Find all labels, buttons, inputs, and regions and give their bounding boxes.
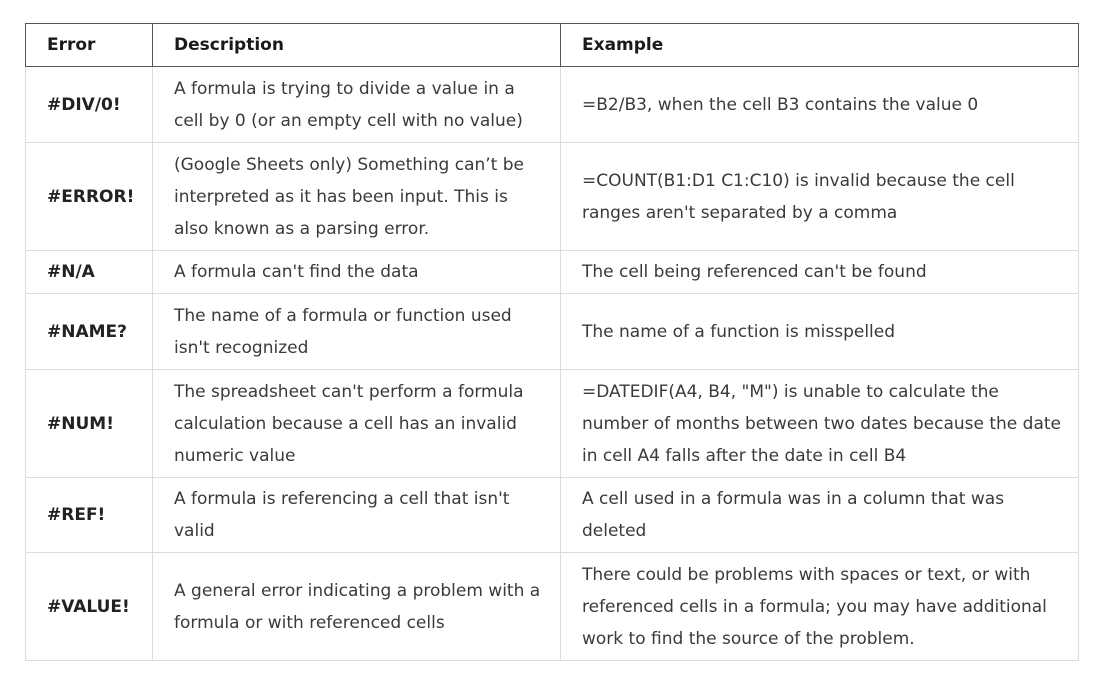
header-error: Error (25, 23, 153, 67)
error-code: #REF! (25, 477, 153, 553)
table-body: #DIV/0! A formula is trying to divide a … (25, 66, 1079, 661)
error-example: =DATEDIF(A4, B4, "M") is unable to calcu… (560, 369, 1079, 478)
error-description: A general error indicating a problem wit… (152, 552, 561, 661)
error-code: #DIV/0! (25, 66, 153, 143)
error-example: The name of a function is misspelled (560, 293, 1079, 370)
error-example: The cell being referenced can't be found (560, 250, 1079, 294)
table-header: Error Description Example (25, 23, 1079, 67)
table-row: #ERROR! (Google Sheets only) Something c… (25, 142, 1079, 251)
table-row: #VALUE! A general error indicating a pro… (25, 552, 1079, 661)
spreadsheet-errors-table: Error Description Example #DIV/0! A form… (25, 23, 1079, 661)
error-code: #ERROR! (25, 142, 153, 251)
header-example: Example (560, 23, 1079, 67)
table-row: #DIV/0! A formula is trying to divide a … (25, 66, 1079, 143)
table-row: #REF! A formula is referencing a cell th… (25, 477, 1079, 553)
error-example: A cell used in a formula was in a column… (560, 477, 1079, 553)
error-example: =COUNT(B1:D1 C1:C10) is invalid because … (560, 142, 1079, 251)
error-description: A formula is referencing a cell that isn… (152, 477, 561, 553)
error-description: The name of a formula or function used i… (152, 293, 561, 370)
error-example: =B2/B3, when the cell B3 contains the va… (560, 66, 1079, 143)
error-description: (Google Sheets only) Something can’t be … (152, 142, 561, 251)
header-description: Description (152, 23, 561, 67)
table-row: #NUM! The spreadsheet can't perform a fo… (25, 369, 1079, 478)
error-description: The spreadsheet can't perform a formula … (152, 369, 561, 478)
error-description: A formula is trying to divide a value in… (152, 66, 561, 143)
error-description: A formula can't find the data (152, 250, 561, 294)
header-row: Error Description Example (25, 23, 1079, 67)
error-code: #NAME? (25, 293, 153, 370)
error-table-container: Error Description Example #DIV/0! A form… (25, 23, 1079, 661)
error-code: #NUM! (25, 369, 153, 478)
table-row: #N/A A formula can't find the data The c… (25, 250, 1079, 294)
error-example: There could be problems with spaces or t… (560, 552, 1079, 661)
error-code: #N/A (25, 250, 153, 294)
error-code: #VALUE! (25, 552, 153, 661)
table-row: #NAME? The name of a formula or function… (25, 293, 1079, 370)
